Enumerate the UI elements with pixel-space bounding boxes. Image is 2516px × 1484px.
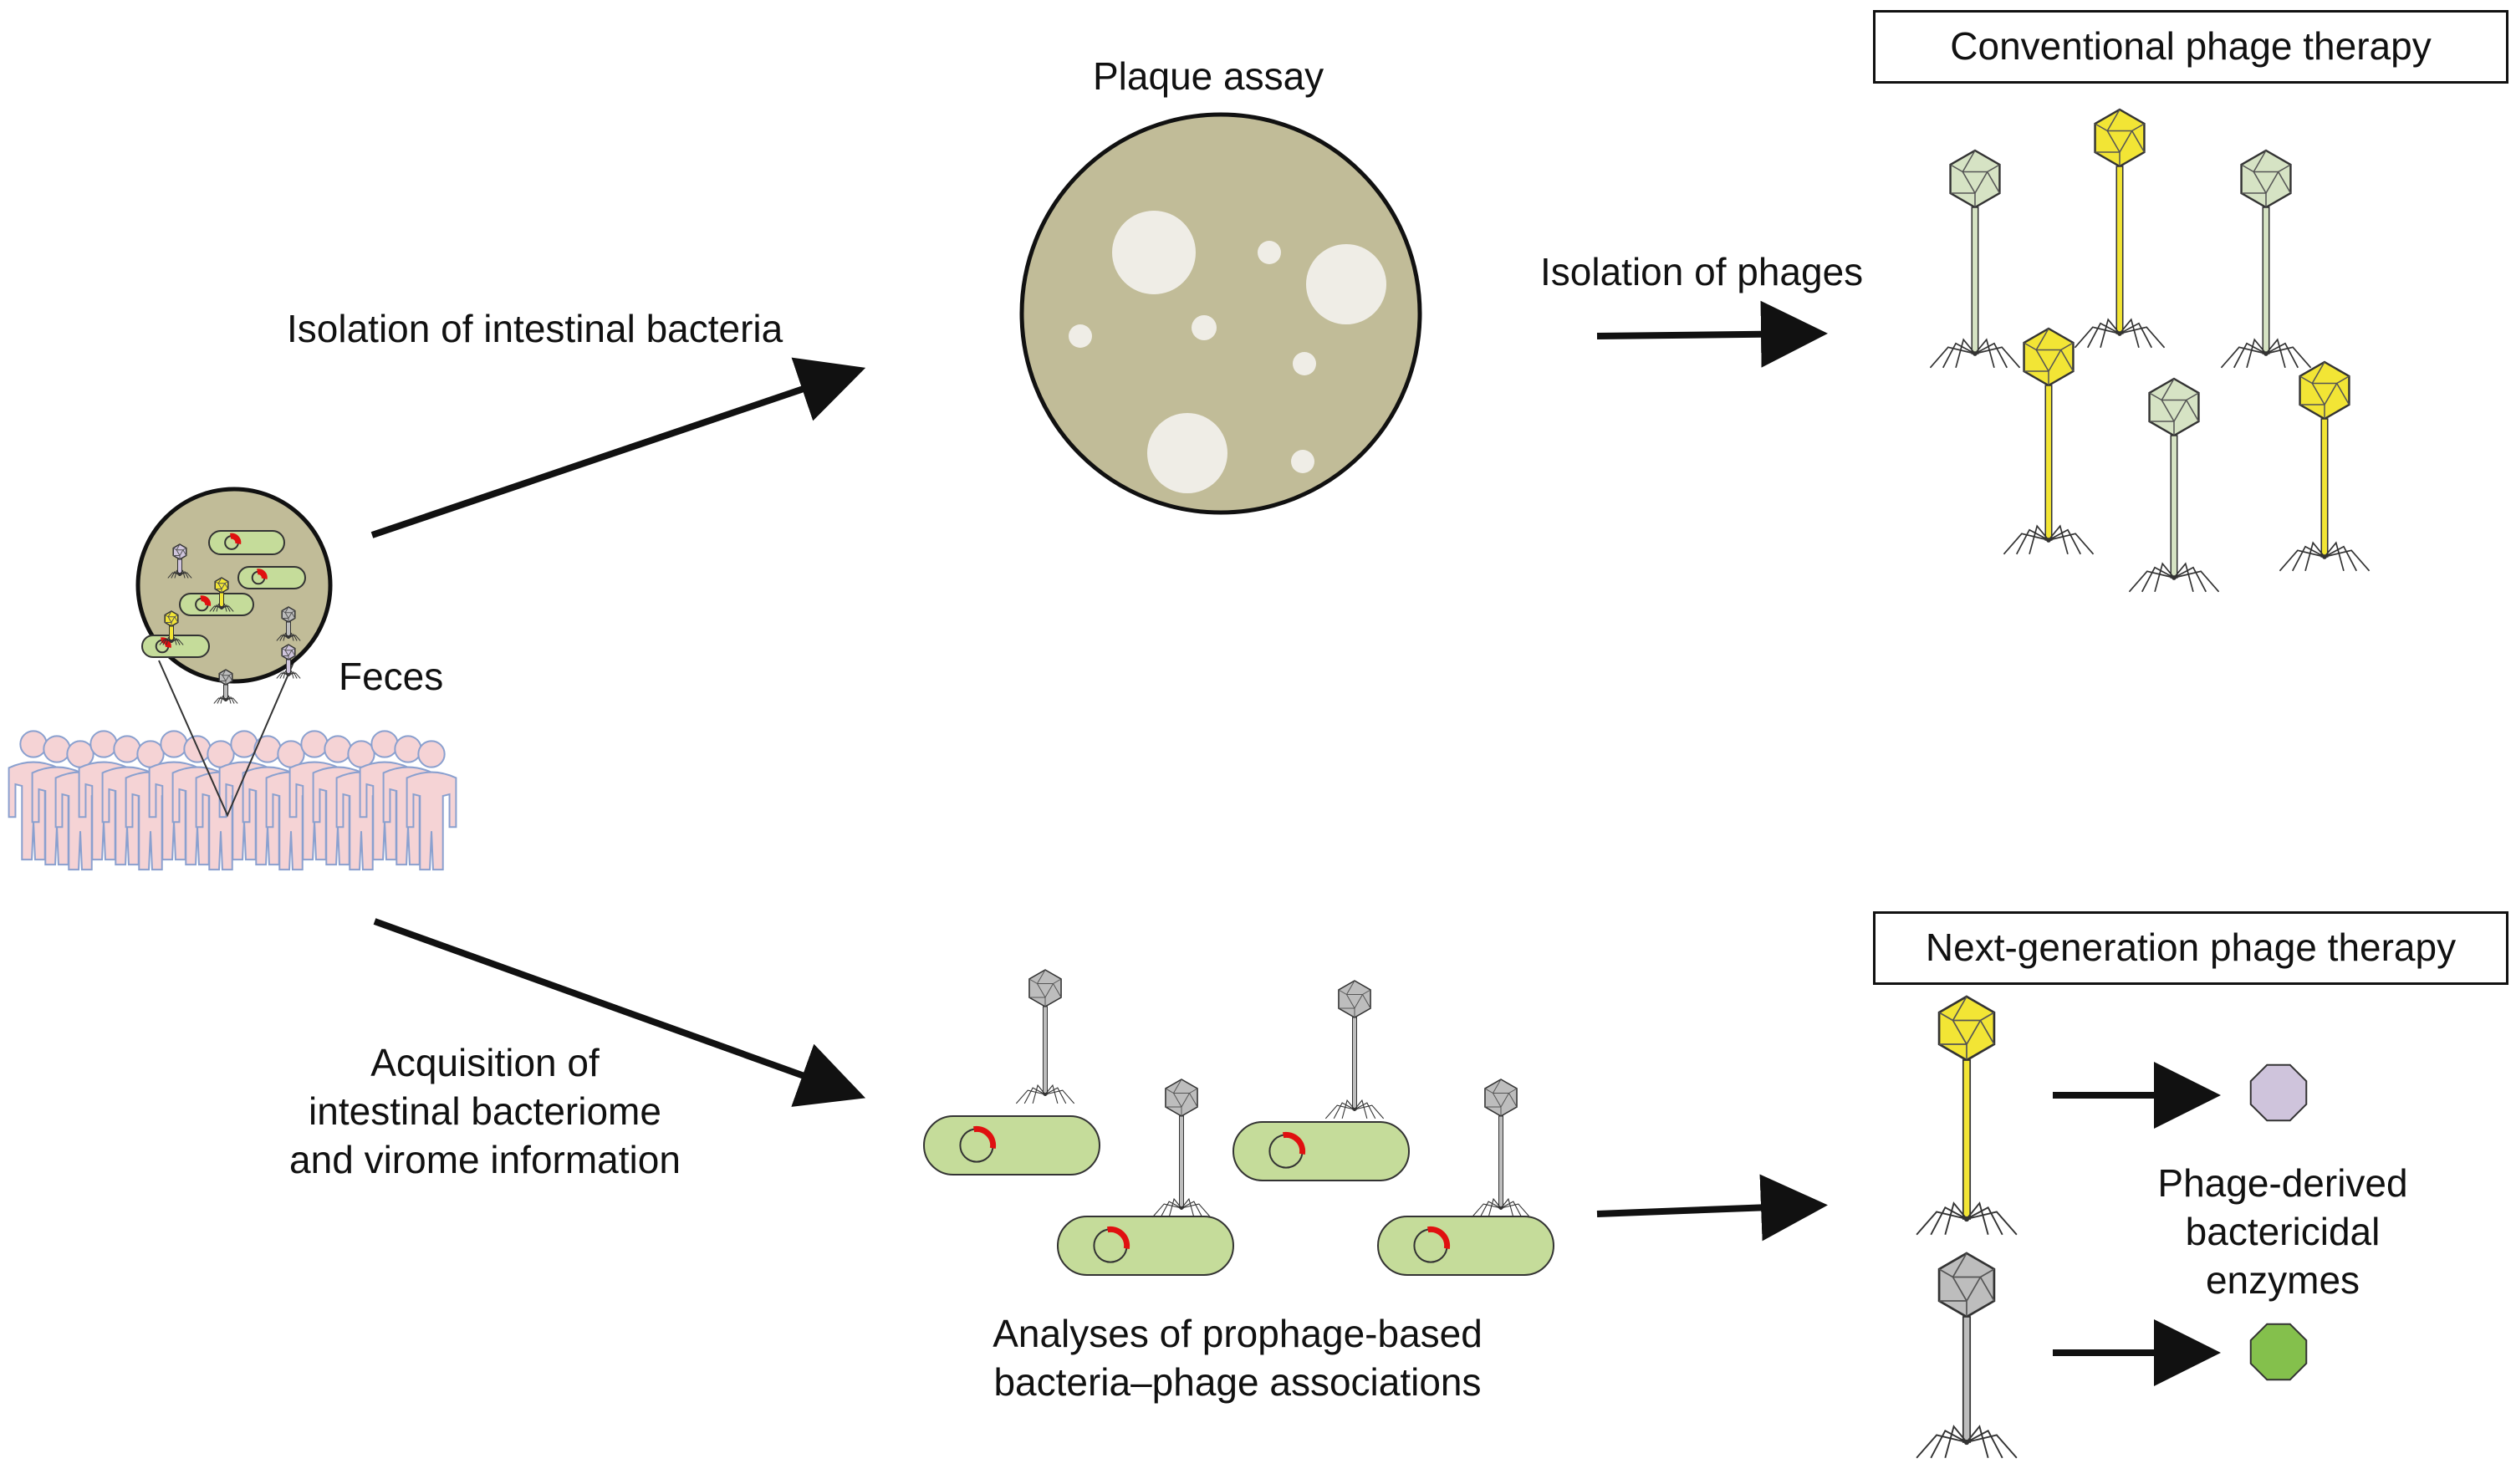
prophage-icon — [161, 637, 171, 648]
bacterium-with-prophage — [1232, 1121, 1410, 1181]
feces-label: Feces — [339, 655, 444, 698]
arrow-to-conventional — [1596, 300, 1828, 368]
conventional-phage-icon — [2074, 108, 2166, 349]
acquisition-line-1: Acquisition of — [370, 1041, 600, 1084]
purple-enzyme-icon — [2249, 1063, 2308, 1122]
population-crowd — [8, 730, 457, 871]
next-gen-phage-yellow-icon — [1916, 995, 2018, 1236]
mini-bacterium — [141, 635, 210, 658]
zoom-lines — [158, 660, 295, 818]
next-gen-therapy-box: Next-generation phage therapy — [1873, 911, 2508, 985]
plaque — [1192, 315, 1217, 340]
bacterium-with-prophage — [923, 1115, 1100, 1175]
prophage-icon — [1282, 1131, 1306, 1155]
isolation-bacteria-label: Isolation of intestinal bacteria — [287, 307, 783, 350]
analyses-line-1: Analyses of prophage-based — [993, 1312, 1483, 1355]
plaque — [1258, 241, 1281, 264]
mini-phage-icon — [276, 644, 301, 679]
attached-phage-icon — [1015, 969, 1075, 1104]
arrow-to-plaque-assay — [370, 357, 866, 538]
prophage-icon — [230, 533, 242, 544]
mini-phage-icon — [276, 606, 301, 641]
conventional-phage-icon — [1929, 149, 2021, 369]
green-enzyme-icon — [2249, 1323, 2308, 1381]
prophage-icon — [1106, 1226, 1130, 1250]
mini-bacterium — [179, 593, 254, 616]
enzymes-label: Phage-derived bactericidal enzymes — [2074, 1159, 2492, 1304]
mini-phage-icon — [167, 543, 192, 579]
person-icon — [406, 740, 457, 871]
attached-phage-icon — [1471, 1079, 1531, 1218]
plaque — [1112, 211, 1196, 294]
analyses-label: Analyses of prophage-based bacteria–phag… — [936, 1309, 1539, 1406]
prophage-icon — [200, 595, 212, 606]
conventional-phage-icon — [2003, 327, 2095, 555]
mini-bacterium — [237, 566, 306, 589]
mini-phage-icon — [159, 610, 184, 645]
plaque — [1291, 450, 1314, 473]
acquisition-line-2: intestinal bacteriome — [309, 1089, 661, 1133]
prophage-icon — [1426, 1226, 1451, 1250]
conventional-therapy-box: Conventional phage therapy — [1873, 10, 2508, 84]
plaque-assay-label: Plaque assay — [1093, 54, 1324, 98]
plaque — [1293, 352, 1316, 375]
next-gen-phage-gray-icon — [1916, 1252, 2018, 1459]
acquisition-line-3: and virome information — [289, 1138, 681, 1181]
prophage-icon — [257, 569, 268, 579]
arrow-to-analyses — [373, 918, 866, 1107]
isolation-phages-label: Isolation of phages — [1540, 250, 1864, 293]
feces-magnified-view — [135, 487, 333, 704]
attached-phage-icon — [1324, 980, 1385, 1119]
arrow-to-next-gen — [1596, 1174, 1828, 1242]
conventional-phage-icon — [2279, 360, 2371, 572]
enzymes-line-2: bactericidal — [2185, 1210, 2381, 1253]
plaque — [1147, 413, 1227, 493]
mini-phage-icon — [213, 669, 238, 704]
enzymes-line-1: Phage-derived — [2157, 1161, 2408, 1205]
plaque — [1069, 324, 1092, 348]
attached-phage-icon — [1151, 1079, 1212, 1218]
plaque-assay-plate — [1019, 112, 1422, 515]
enzymes-line-3: enzymes — [2205, 1258, 2360, 1302]
prophage-icon — [972, 1125, 997, 1150]
bacterium-with-prophage — [1057, 1216, 1234, 1276]
mini-bacterium — [208, 530, 285, 555]
acquisition-label: Acquisition of intestinal bacteriome and… — [226, 1038, 744, 1184]
conventional-phage-icon — [2128, 377, 2220, 593]
mini-phage-icon — [209, 577, 234, 612]
plaque — [1306, 244, 1386, 324]
conventional-phage-icon — [2220, 149, 2312, 369]
bacterium-with-prophage — [1377, 1216, 1554, 1276]
analyses-line-2: bacteria–phage associations — [993, 1360, 1482, 1404]
